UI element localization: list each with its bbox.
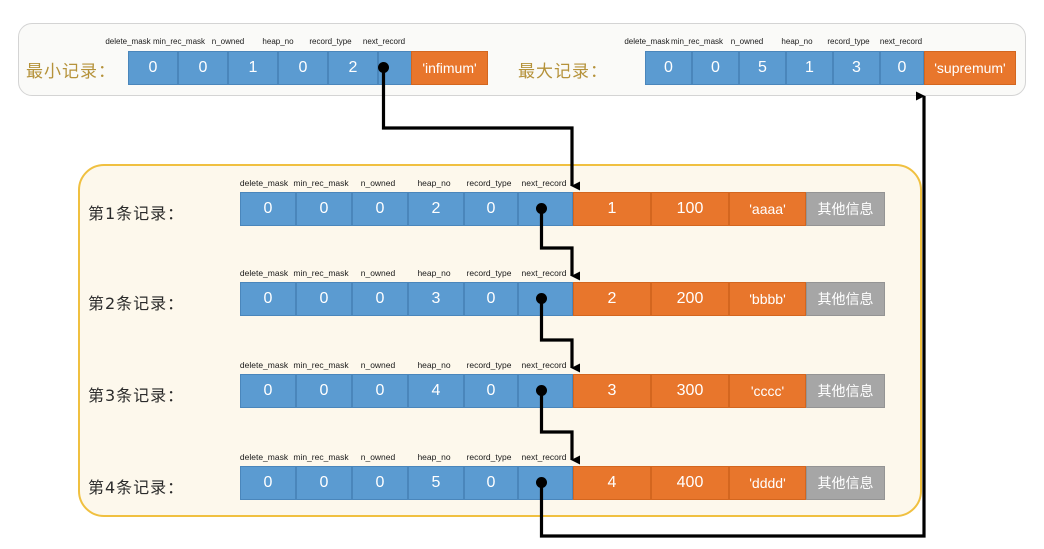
record-3-cell-n-owned: 0 (352, 374, 408, 408)
record-3-next-record-pointer-dot (536, 385, 547, 396)
record-2-data-col-3: 'bbbb' (729, 282, 806, 316)
record-2-cell-heap-no: 3 (408, 282, 464, 316)
record-2-label: 第2条记录： (88, 294, 185, 313)
supremum-cell-delete-mask: 0 (645, 51, 692, 85)
record-3-data-col-2: 300 (651, 374, 729, 408)
record-4-field-label-delete-mask: delete_mask (239, 452, 289, 462)
supremum-field-label-heap-no: heap_no (781, 37, 813, 46)
infimum-tail-cell: 'infimum' (411, 51, 488, 85)
record-1-label: 第1条记录： (88, 204, 185, 223)
supremum-field-label-min-rec-mask: min_rec_mask (671, 37, 724, 46)
record-1-next-record-pointer-dot (536, 203, 547, 214)
record-1-cell-heap-no: 2 (408, 192, 464, 226)
record-4-other-info: 其他信息 (806, 466, 885, 500)
infimum-field-label-min-rec-mask: min_rec_mask (153, 37, 206, 46)
record-3-field-label-min-rec-mask: min_rec_mask (293, 360, 349, 370)
record-3-cell-delete-mask: 0 (240, 374, 296, 408)
record-4-label: 第4条记录： (88, 478, 185, 497)
infimum-row-label: 最小记录： (26, 62, 116, 82)
record-1-field-label-delete-mask: delete_mask (239, 178, 289, 188)
infimum-cell-heap-no: 0 (278, 51, 328, 85)
record-4-data-col-1: 4 (573, 466, 651, 500)
infimum-field-label-record-type: record_type (309, 37, 352, 46)
record-4-cell-record-type: 0 (464, 466, 518, 500)
record-1-cell-delete-mask: 0 (240, 192, 296, 226)
record-2-field-label-heap-no: heap_no (417, 268, 451, 278)
record-4-field-label-n-owned: n_owned (360, 452, 396, 462)
record-4-cell-delete-mask: 0 (240, 466, 296, 500)
record-4-field-label-min-rec-mask: min_rec_mask (293, 452, 349, 462)
record-1-field-label-n-owned: n_owned (360, 178, 396, 188)
infimum-field-label-next-record: next_record (362, 37, 406, 46)
infimum-cell-record-type: 2 (328, 51, 378, 85)
supremum-field-label-next-record: next_record (879, 37, 923, 46)
infimum-cell-n-owned: 1 (228, 51, 278, 85)
record-4-field-label-record-type: record_type (466, 452, 512, 462)
record-3-cell-heap-no: 4 (408, 374, 464, 408)
supremum-cell-min-rec-mask: 0 (692, 51, 739, 85)
record-1-data-col-1: 1 (573, 192, 651, 226)
record-2-cell-delete-mask: 0 (240, 282, 296, 316)
supremum-cell-record-type: 3 (833, 51, 880, 85)
record-1-data-col-2: 100 (651, 192, 729, 226)
record-1-field-label-min-rec-mask: min_rec_mask (293, 178, 349, 188)
record-3-field-label-n-owned: n_owned (360, 360, 396, 370)
record-2-data-col-2: 200 (651, 282, 729, 316)
record-2-cell-record-type: 0 (464, 282, 518, 316)
infimum-cell-min-rec-mask: 0 (178, 51, 228, 85)
record-1-field-label-record-type: record_type (466, 178, 512, 188)
supremum-field-label-record-type: record_type (827, 37, 870, 46)
record-4-data-col-2: 400 (651, 466, 729, 500)
record-2-field-label-record-type: record_type (466, 268, 512, 278)
record-3-label: 第3条记录： (88, 386, 185, 405)
infimum-cell-delete-mask: 0 (128, 51, 178, 85)
record-4-cell-heap-no: 5 (408, 466, 464, 500)
record-3-field-label-next-record: next_record (521, 360, 567, 370)
supremum-row-label: 最大记录： (518, 62, 608, 82)
record-3-cell-min-rec-mask: 0 (296, 374, 352, 408)
supremum-cell-next-record: 0 (880, 51, 924, 85)
record-4-cell-min-rec-mask: 0 (296, 466, 352, 500)
infimum-field-label-delete-mask: delete_mask (105, 37, 151, 46)
record-2-other-info: 其他信息 (806, 282, 885, 316)
record-3-cell-record-type: 0 (464, 374, 518, 408)
record-3-data-col-3: 'cccc' (729, 374, 806, 408)
record-1-other-info: 其他信息 (806, 192, 885, 226)
supremum-tail-cell: 'supremum' (924, 51, 1016, 85)
record-3-field-label-heap-no: heap_no (417, 360, 451, 370)
record-2-field-label-next-record: next_record (521, 268, 567, 278)
record-1-field-label-heap-no: heap_no (417, 178, 451, 188)
record-4-field-label-next-record: next_record (521, 452, 567, 462)
record-3-other-info: 其他信息 (806, 374, 885, 408)
record-2-data-col-1: 2 (573, 282, 651, 316)
record-2-field-label-n-owned: n_owned (360, 268, 396, 278)
record-2-next-record-pointer-dot (536, 293, 547, 304)
record-1-cell-record-type: 0 (464, 192, 518, 226)
supremum-field-label-delete-mask: delete_mask (624, 37, 670, 46)
infimum-field-label-heap-no: heap_no (262, 37, 294, 46)
record-1-cell-min-rec-mask: 0 (296, 192, 352, 226)
record-2-cell-min-rec-mask: 0 (296, 282, 352, 316)
record-2-cell-n-owned: 0 (352, 282, 408, 316)
record-3-field-label-record-type: record_type (466, 360, 512, 370)
infimum-next-record-pointer-dot (378, 62, 389, 73)
record-1-field-label-next-record: next_record (521, 178, 567, 188)
infimum-field-label-n-owned: n_owned (211, 37, 245, 46)
record-2-field-label-min-rec-mask: min_rec_mask (293, 268, 349, 278)
record-1-data-col-3: 'aaaa' (729, 192, 806, 226)
record-3-field-label-delete-mask: delete_mask (239, 360, 289, 370)
record-4-field-label-heap-no: heap_no (417, 452, 451, 462)
supremum-cell-heap-no: 1 (786, 51, 833, 85)
record-1-cell-n-owned: 0 (352, 192, 408, 226)
record-4-next-record-pointer-dot (536, 477, 547, 488)
supremum-cell-n-owned: 5 (739, 51, 786, 85)
record-2-field-label-delete-mask: delete_mask (239, 268, 289, 278)
record-4-cell-n-owned: 0 (352, 466, 408, 500)
record-3-data-col-1: 3 (573, 374, 651, 408)
supremum-field-label-n-owned: n_owned (730, 37, 764, 46)
record-4-data-col-3: 'dddd' (729, 466, 806, 500)
